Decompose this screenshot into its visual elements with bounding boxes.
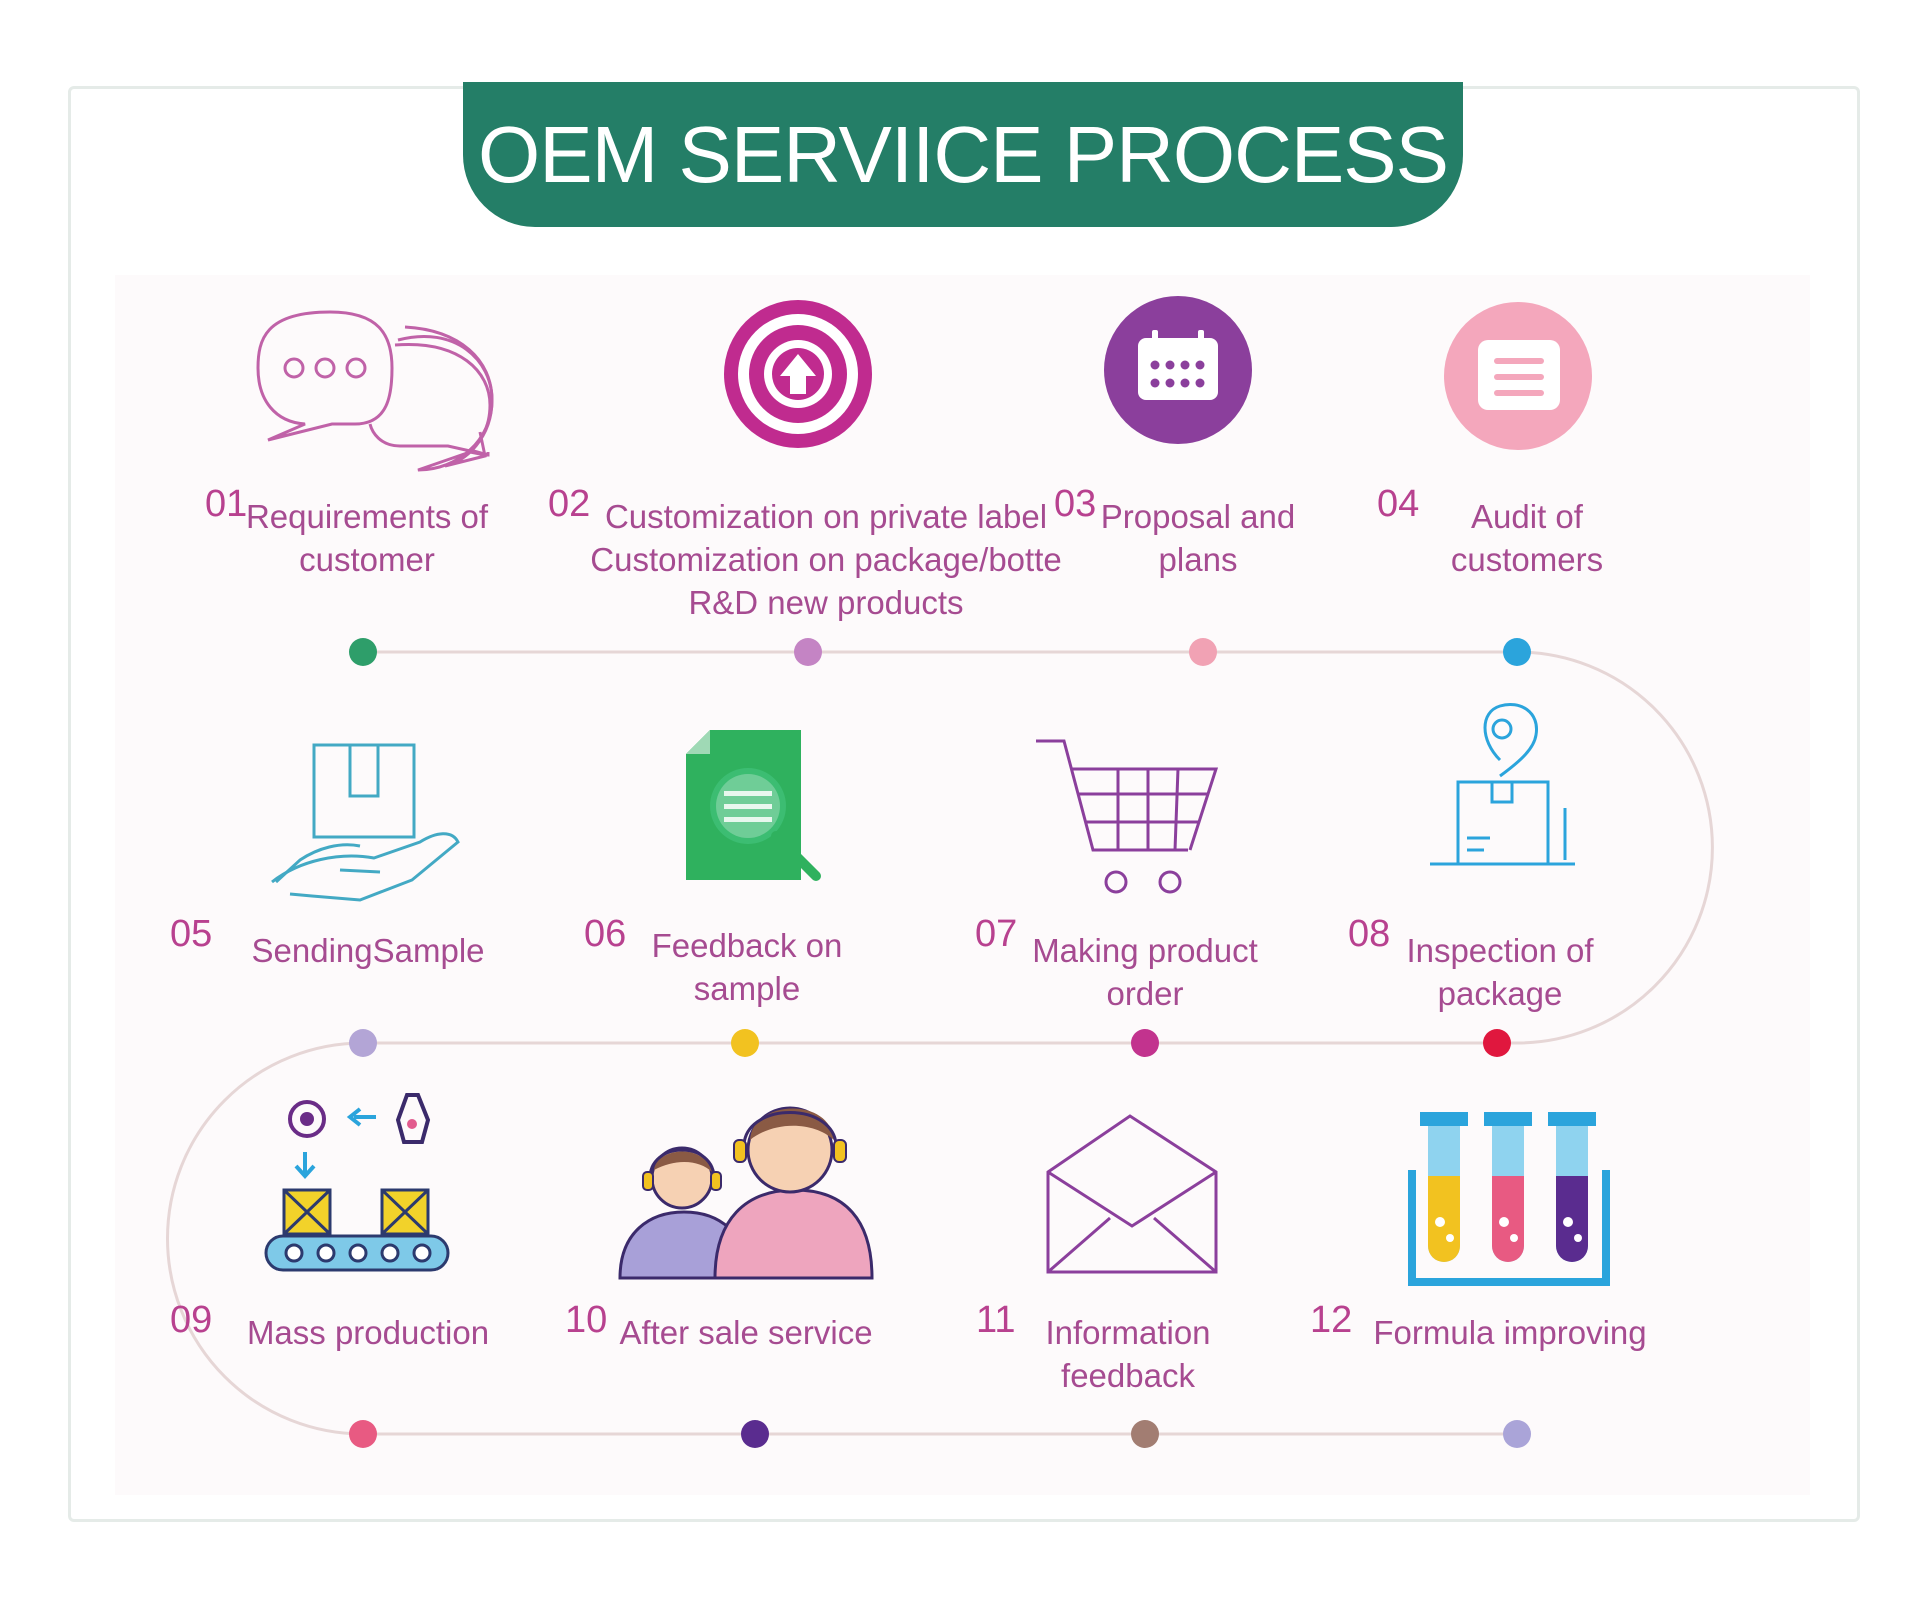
step-12: 12 Formula improving (1310, 1299, 1647, 1448)
step-label-line: Customization on private label (605, 498, 1047, 535)
step-dot (349, 1420, 377, 1448)
step-05: 05 SendingSample (170, 913, 485, 1057)
step-label-line: Requirements of (246, 498, 489, 535)
step-label-line: plans (1159, 541, 1238, 578)
step-number: 07 (975, 913, 1017, 955)
shopping-cart-icon (1036, 739, 1219, 894)
step-02: 02 Customization on private labelCustomiz… (548, 483, 1062, 666)
step-dot (794, 638, 822, 666)
document-search-icon (686, 730, 821, 881)
step-number: 06 (584, 913, 626, 955)
step-label-line: Information (1045, 1314, 1210, 1351)
title-banner: OEM SERVIICE PROCESS (463, 82, 1463, 227)
step-07: 07 Making product order (975, 913, 1258, 1057)
page-title: OEM SERVIICE PROCESS (478, 109, 1449, 199)
step-dot (349, 638, 377, 666)
step-label-line: Customization on package/botte (590, 541, 1061, 578)
step-10: 10 After sale service (565, 1299, 873, 1448)
step-dot (741, 1420, 769, 1448)
step-label-line: feedback (1061, 1357, 1195, 1394)
step-label-line: Audit of (1471, 498, 1584, 535)
step-11: 11 Information feedback (976, 1299, 1211, 1448)
step-label-line: SendingSample (252, 932, 485, 969)
calendar-icon (1104, 296, 1252, 444)
step-number: 12 (1310, 1299, 1352, 1341)
step-number: 01 (205, 483, 247, 525)
step-label-line: Making product (1032, 932, 1258, 969)
process-track (166, 650, 1714, 1436)
step-label-line: Proposal and (1101, 498, 1295, 535)
step-dot (1189, 638, 1217, 666)
chat-bubbles-icon (256, 310, 494, 472)
step-dot (1483, 1029, 1511, 1057)
step-number: 09 (170, 1299, 212, 1341)
step-number: 11 (976, 1299, 1015, 1341)
step-label-line: package (1438, 975, 1563, 1012)
package-location-icon (1430, 703, 1575, 866)
step-dot (1503, 638, 1531, 666)
step-09: 09 Mass production (170, 1299, 489, 1448)
step-label-line: customer (299, 541, 435, 578)
step-number: 03 (1054, 483, 1096, 525)
step-dot (731, 1029, 759, 1057)
step-label-line: sample (694, 970, 800, 1007)
step-label-line: Formula improving (1373, 1314, 1646, 1351)
step-dot (349, 1029, 377, 1057)
envelope-icon (1046, 1114, 1218, 1274)
upload-arrow-icon (724, 300, 872, 448)
step-label-line: After sale service (619, 1314, 872, 1351)
step-dot (1131, 1029, 1159, 1057)
step-label-line: Mass production (247, 1314, 489, 1351)
step-dot (1503, 1420, 1531, 1448)
step-label-line: customers (1451, 541, 1603, 578)
step-label-line: Inspection of (1406, 932, 1594, 969)
step-04: 04 Audit of customers (1377, 483, 1603, 666)
hand-package-icon (271, 743, 460, 902)
step-number: 08 (1348, 913, 1390, 955)
step-08: 08 Inspection of package (1348, 913, 1594, 1057)
step-number: 04 (1377, 483, 1419, 525)
checklist-icon (1444, 302, 1592, 450)
step-label-line: R&D new products (688, 584, 963, 621)
step-label-line: Feedback on (652, 927, 843, 964)
step-number: 05 (170, 913, 212, 955)
step-06: 06 Feedback on sample (584, 913, 842, 1057)
step-label-line: order (1106, 975, 1183, 1012)
support-agents-icon (618, 1106, 874, 1280)
step-number: 10 (565, 1299, 607, 1341)
step-number: 02 (548, 483, 590, 525)
test-tubes-icon (1408, 1112, 1610, 1286)
conveyor-production-icon (264, 1093, 450, 1272)
step-dot (1131, 1420, 1159, 1448)
